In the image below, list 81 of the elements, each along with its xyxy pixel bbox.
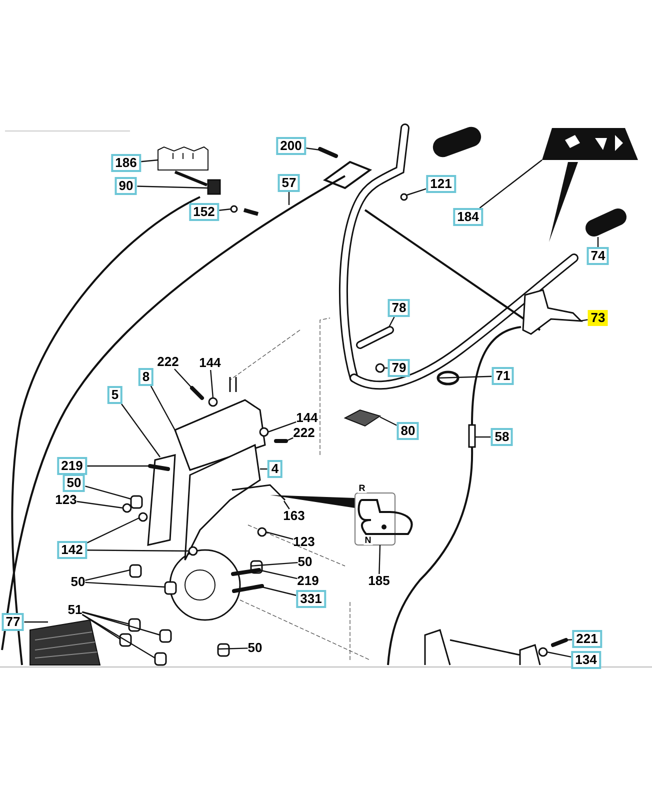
shift-pattern-decal	[270, 492, 413, 546]
brake-lever	[522, 289, 583, 335]
callout-number: 50	[298, 555, 312, 569]
leader-line	[268, 421, 296, 433]
leader-line	[218, 208, 232, 211]
leader-line	[218, 648, 248, 650]
warning-plate	[158, 146, 208, 186]
instruction-decal	[542, 128, 638, 242]
callout-number: 219	[297, 574, 319, 588]
leader-line	[86, 550, 189, 552]
callout-number: 184	[453, 208, 483, 226]
leader-line	[140, 159, 158, 162]
washer	[538, 647, 548, 657]
leader-line	[378, 544, 381, 574]
leader-line	[82, 611, 130, 625]
bolt	[318, 147, 338, 158]
leader-line	[82, 614, 156, 659]
control-cable	[1, 175, 346, 650]
rubber-pad	[344, 409, 382, 427]
callout-number: 185	[368, 574, 390, 588]
leader-line	[266, 531, 294, 540]
bolt	[551, 638, 568, 647]
callout-number: 50	[70, 575, 86, 589]
callout-number: 121	[426, 175, 456, 193]
leader-line	[85, 569, 130, 581]
gear-letter: R	[358, 483, 366, 493]
leader-line	[86, 465, 150, 467]
leader-line	[82, 614, 120, 640]
callout-number: 222	[157, 355, 179, 369]
callout-number: 144	[296, 411, 318, 425]
leader-line	[85, 582, 166, 588]
leader-line	[82, 612, 160, 636]
washer	[375, 363, 385, 373]
leader-line	[250, 562, 298, 567]
leader-line	[85, 486, 132, 500]
leader-line	[597, 237, 599, 247]
leader-line	[580, 319, 588, 322]
leader-line	[388, 316, 395, 328]
leader-line	[566, 639, 572, 641]
leader-line	[406, 188, 426, 196]
leader-line	[284, 500, 290, 510]
callout-number: 73	[588, 310, 608, 326]
washer	[400, 193, 408, 201]
leader-line	[258, 569, 298, 580]
shift-knob	[356, 326, 394, 349]
foot-pedal	[30, 619, 101, 666]
leader-line	[262, 586, 296, 596]
hose-clamp	[436, 370, 460, 386]
leader-line	[288, 192, 290, 205]
callout-number: 74	[586, 247, 610, 265]
spacer	[154, 652, 167, 666]
leader-line	[438, 376, 492, 379]
callout-number: 134	[571, 651, 601, 669]
leader-line	[306, 147, 320, 151]
callout-number: 144	[199, 356, 221, 370]
spacer	[217, 643, 230, 657]
callout-number: 50	[248, 641, 262, 655]
gear-letter: N	[364, 535, 372, 545]
leader-line	[475, 436, 491, 438]
callout-number: 200	[276, 137, 306, 155]
leader-line	[121, 404, 160, 458]
leader-line	[174, 368, 192, 388]
leader-line	[150, 386, 177, 432]
callout-number: 123	[55, 493, 77, 507]
side-plate	[184, 444, 261, 561]
leader-line	[546, 651, 572, 658]
callout-number: 222	[293, 426, 315, 440]
leader-line	[380, 416, 398, 426]
leader-line	[137, 186, 208, 189]
leader-line	[76, 500, 124, 509]
callout-number: 221	[572, 630, 602, 648]
leader-line	[24, 621, 48, 623]
leader-line	[479, 160, 542, 208]
leader-line	[210, 370, 214, 398]
leader-line	[86, 517, 140, 544]
callout-number: 186	[111, 154, 141, 172]
callout-number: 51	[68, 603, 82, 617]
callout-number: 163	[283, 509, 305, 523]
callout-number: 78	[388, 299, 410, 317]
callout-number: 123	[293, 535, 315, 549]
leader-line	[286, 437, 294, 442]
